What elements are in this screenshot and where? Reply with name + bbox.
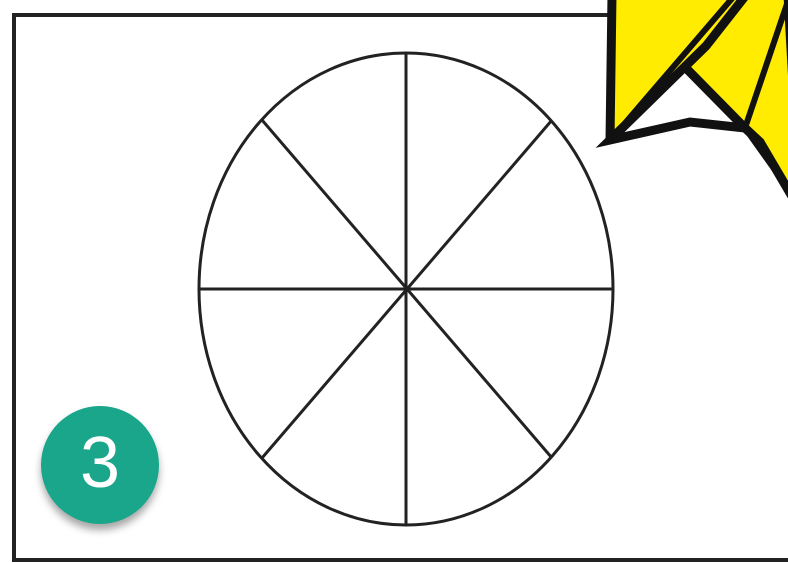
step-number-badge: 3 bbox=[41, 406, 159, 524]
step-number: 3 bbox=[80, 427, 120, 499]
